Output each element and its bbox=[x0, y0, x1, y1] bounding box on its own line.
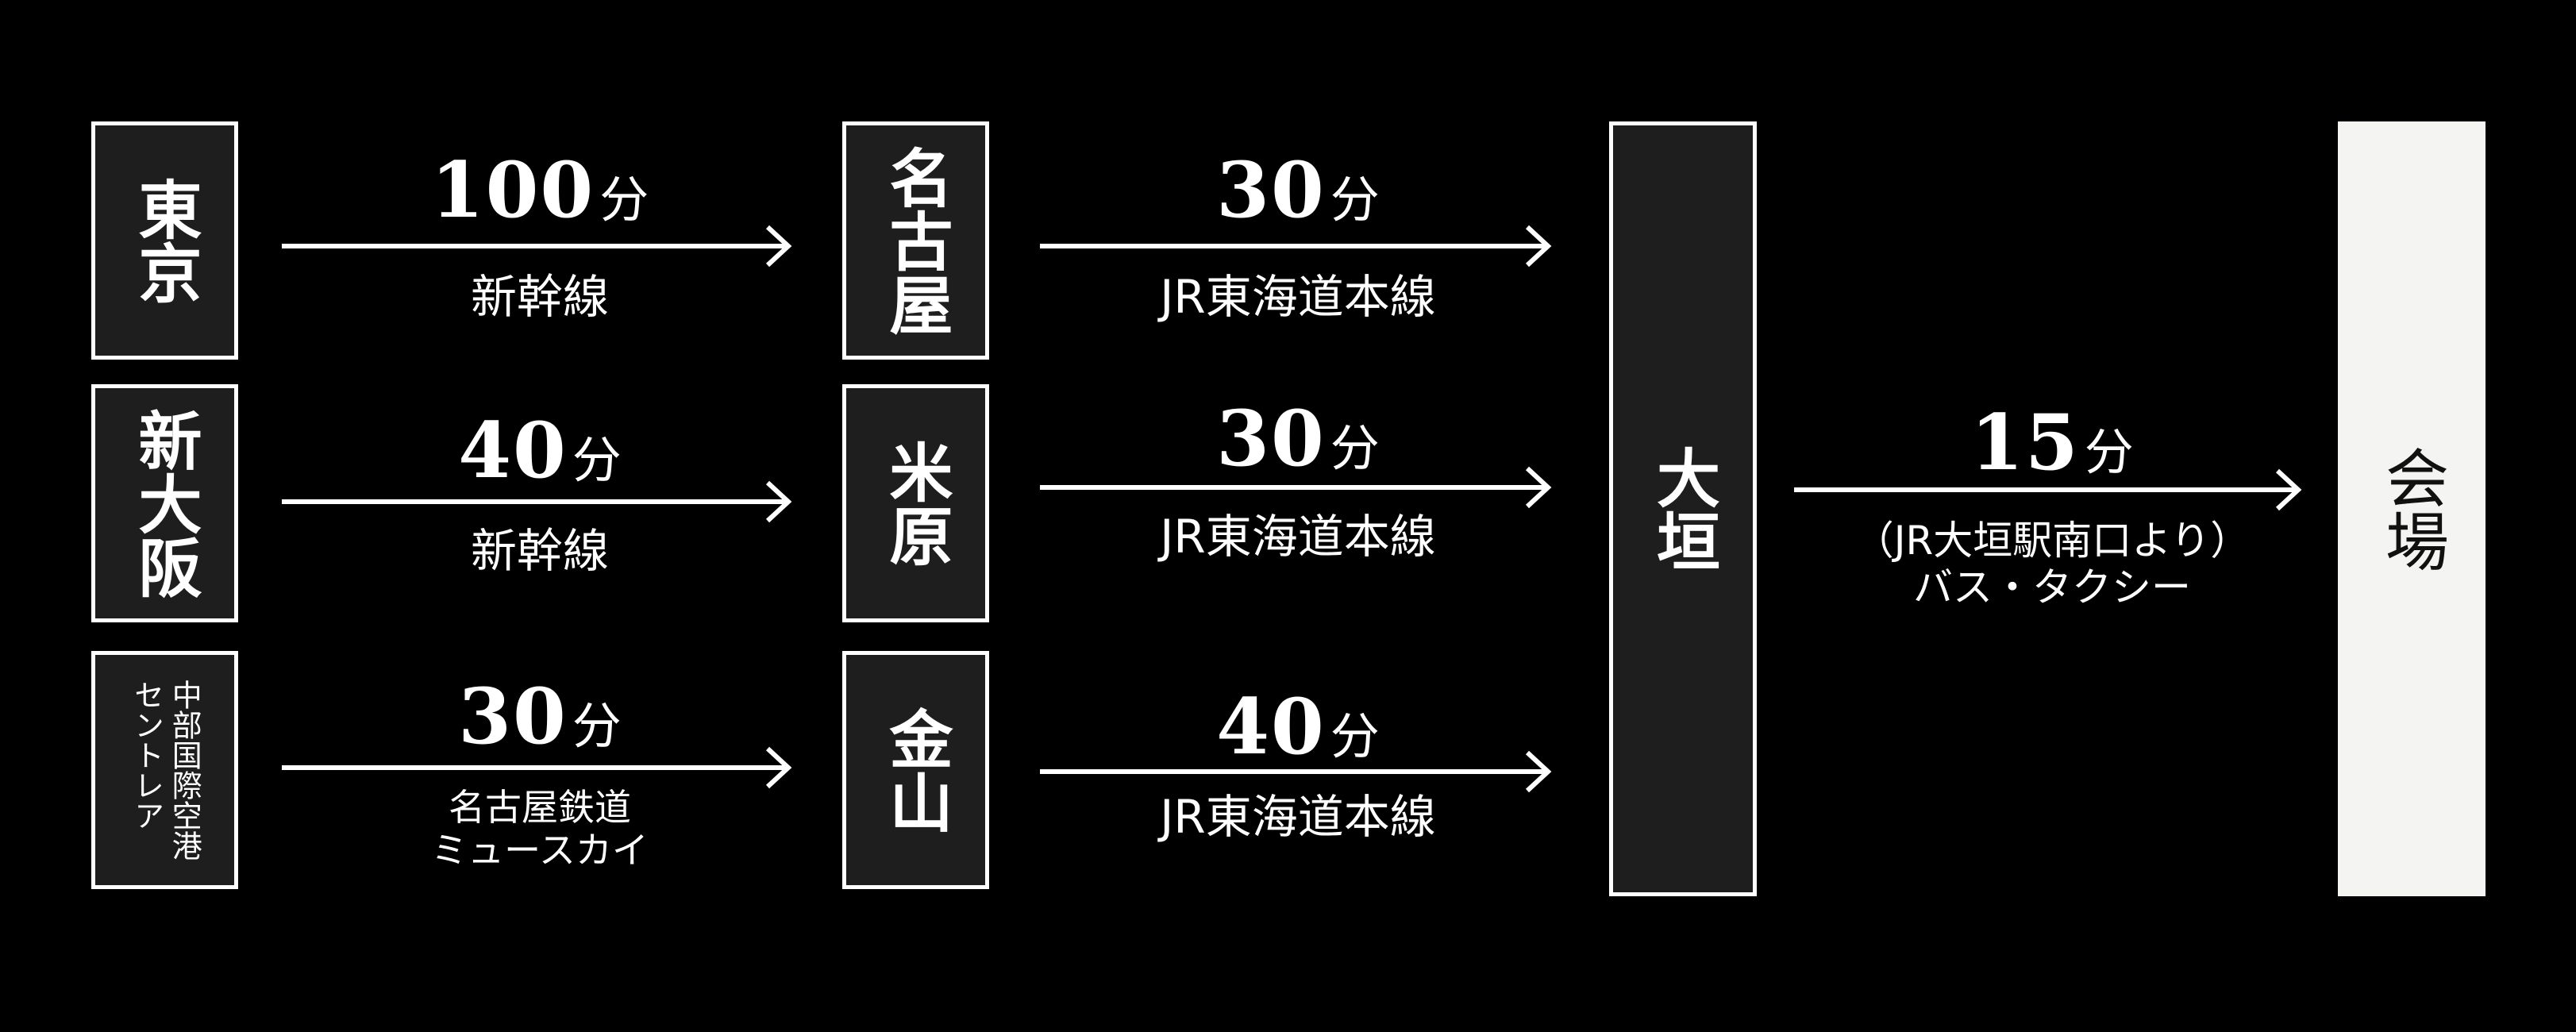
duration-unit: 分 bbox=[599, 171, 649, 229]
station-kanayama: 金山 bbox=[842, 651, 989, 889]
duration-kanayama-ogaki: 40分 bbox=[1040, 689, 1556, 765]
duration-value: 30 bbox=[458, 672, 568, 761]
line-ogaki-venue: （JR大垣駅南口より） バス・タクシー bbox=[1794, 518, 2310, 611]
duration-unit: 分 bbox=[572, 431, 622, 489]
line-ogaki-venue-origin: （JR大垣駅南口より） bbox=[1854, 518, 2251, 564]
station-airport-nickname: セントレア bbox=[129, 680, 164, 830]
line-maibara-ogaki: JR東海道本線 bbox=[1160, 510, 1436, 564]
duration-value: 100 bbox=[430, 145, 595, 235]
duration-value: 15 bbox=[1970, 398, 2080, 487]
duration-maibara-ogaki: 30分 bbox=[1040, 401, 1556, 477]
duration-unit: 分 bbox=[1330, 707, 1380, 765]
arrow-airport-kanayama bbox=[282, 746, 792, 789]
station-airport-name: 中部国際空港 bbox=[167, 680, 202, 861]
arrow-kanayama-ogaki bbox=[1040, 750, 1552, 793]
line-shinosaka-maibara: 新幹線 bbox=[470, 524, 609, 578]
station-ogaki: 大垣 bbox=[1609, 121, 1757, 896]
line-kanayama-ogaki: JR東海道本線 bbox=[1160, 790, 1436, 844]
station-maibara: 米原 bbox=[842, 384, 989, 622]
station-tokyo: 東京 bbox=[91, 121, 238, 360]
station-tokyo-label: 東京 bbox=[128, 177, 202, 304]
station-maibara-label: 米原 bbox=[879, 440, 953, 567]
station-chubu-airport-labels: 中部国際空港 セントレア bbox=[129, 680, 202, 861]
venue-box: 会場 bbox=[2338, 121, 2486, 896]
duration-value: 40 bbox=[1216, 682, 1326, 772]
arrow-ogaki-venue bbox=[1794, 468, 2302, 511]
line-airport-kanayama: 名古屋鉄道 ミュースカイ bbox=[282, 786, 798, 872]
station-nagoya: 名古屋 bbox=[842, 121, 989, 360]
duration-unit: 分 bbox=[1330, 171, 1380, 229]
duration-shinosaka-maibara: 40分 bbox=[282, 413, 798, 489]
duration-value: 30 bbox=[1216, 394, 1326, 483]
arrow-nagoya-ogaki bbox=[1040, 225, 1552, 268]
duration-value: 30 bbox=[1216, 145, 1326, 235]
line-tokyo-nagoya: 新幹線 bbox=[470, 270, 609, 324]
station-shin-osaka: 新大阪 bbox=[91, 384, 238, 622]
duration-tokyo-nagoya: 100分 bbox=[282, 152, 798, 229]
line-airport-service: ミュースカイ bbox=[431, 829, 649, 872]
line-nagoya-ogaki: JR東海道本線 bbox=[1160, 270, 1436, 324]
station-kanayama-label: 金山 bbox=[879, 707, 953, 834]
duration-nagoya-ogaki: 30分 bbox=[1040, 152, 1556, 229]
duration-value: 40 bbox=[458, 406, 568, 495]
duration-airport-kanayama: 30分 bbox=[282, 679, 798, 755]
duration-unit: 分 bbox=[572, 697, 622, 755]
arrow-shinosaka-maibara bbox=[282, 480, 792, 523]
station-shin-osaka-label: 新大阪 bbox=[128, 408, 202, 599]
arrow-tokyo-nagoya bbox=[282, 225, 792, 268]
venue-label: 会場 bbox=[2375, 445, 2449, 572]
station-chubu-airport: 中部国際空港 セントレア bbox=[91, 651, 238, 889]
line-ogaki-venue-mode: バス・タクシー bbox=[1913, 564, 2191, 610]
duration-unit: 分 bbox=[1330, 419, 1380, 477]
line-airport-operator: 名古屋鉄道 bbox=[449, 786, 631, 829]
duration-unit: 分 bbox=[2084, 423, 2134, 481]
station-nagoya-label: 名古屋 bbox=[879, 145, 953, 336]
station-ogaki-label: 大垣 bbox=[1646, 445, 1720, 572]
arrow-maibara-ogaki bbox=[1040, 466, 1552, 509]
duration-ogaki-venue: 15分 bbox=[1794, 405, 2310, 481]
